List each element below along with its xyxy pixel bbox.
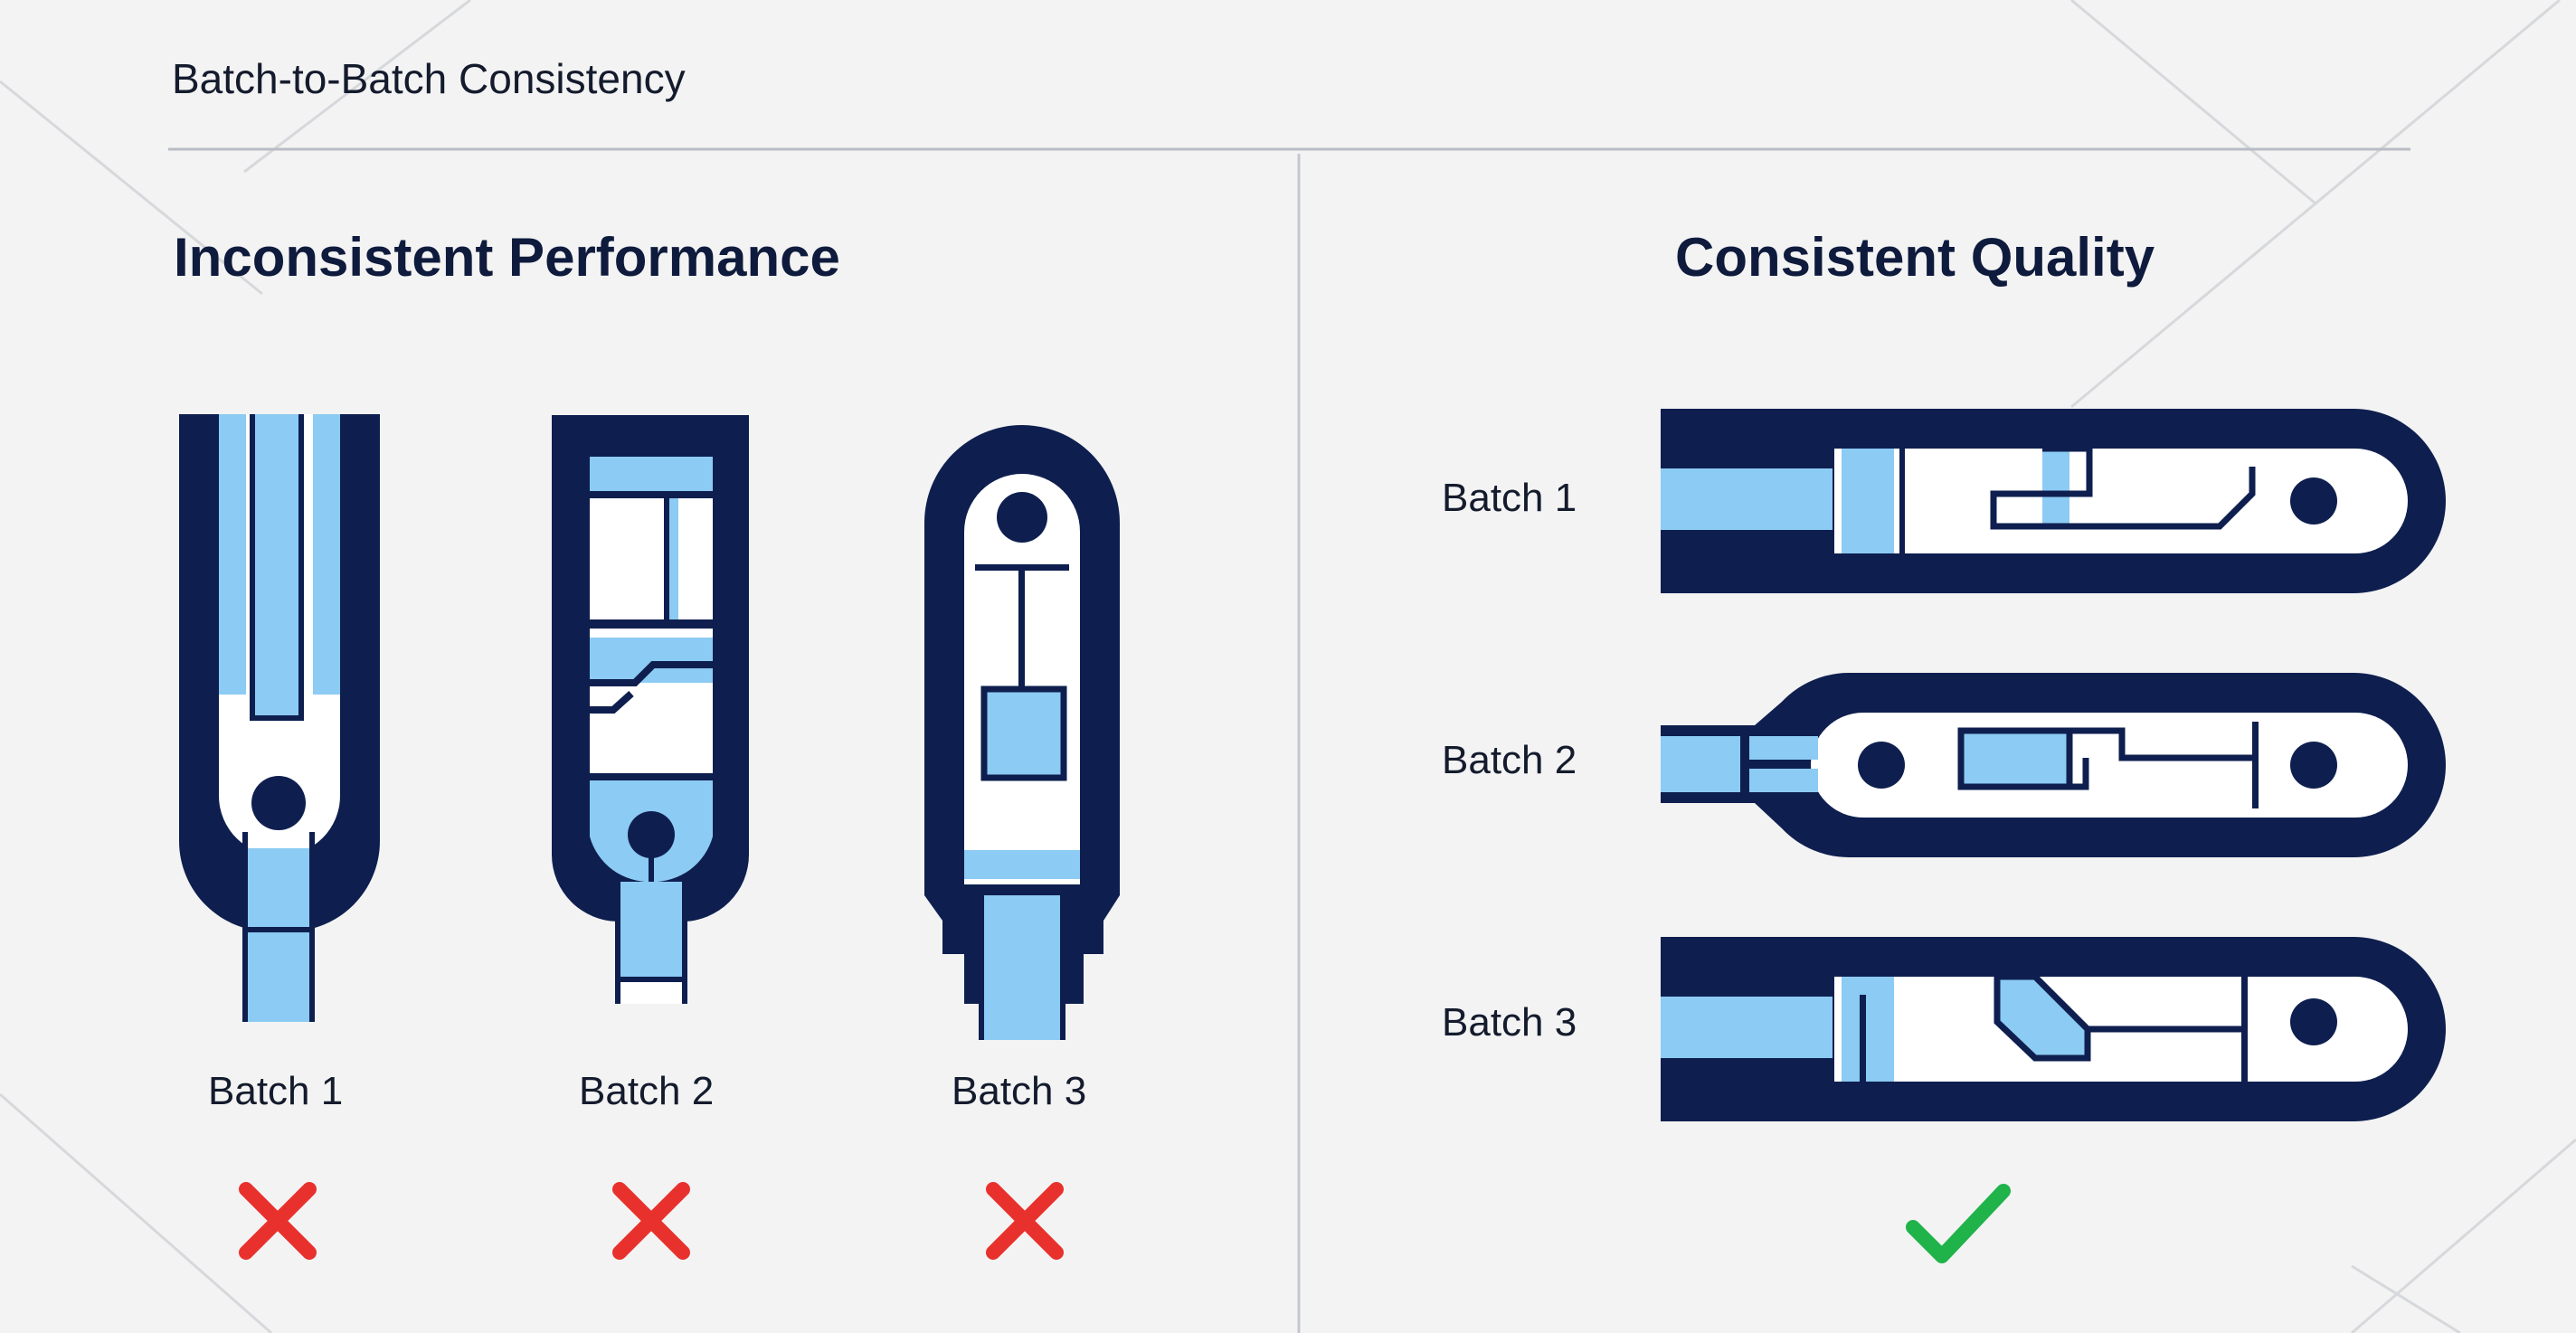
cross-icon — [239, 1182, 317, 1260]
strip-batch-3-inconsistent — [924, 425, 1120, 1040]
strip-batch-1-consistent — [1661, 409, 2446, 593]
left-batch-2-label: Batch 2 — [579, 1069, 715, 1113]
right-batch-2-label: Batch 2 — [1442, 738, 1577, 782]
page-title: Batch-to-Batch Consistency — [172, 55, 686, 102]
right-section-title: Consistent Quality — [1675, 227, 2155, 288]
right-batch-1-label: Batch 1 — [1442, 476, 1577, 520]
strip-batch-1-inconsistent — [179, 414, 380, 1022]
strip-batch-2-consistent — [1661, 672, 2446, 858]
left-section-title: Inconsistent Performance — [174, 227, 840, 288]
left-batch-3-label: Batch 3 — [952, 1069, 1087, 1113]
check-icon — [1906, 1184, 2011, 1263]
right-batch-3-label: Batch 3 — [1442, 1000, 1577, 1045]
strip-batch-3-consistent — [1661, 937, 2446, 1121]
left-batch-1-label: Batch 1 — [208, 1069, 344, 1113]
cross-icon — [986, 1182, 1064, 1260]
strip-batch-2-inconsistent — [552, 415, 749, 1004]
cross-icon — [612, 1182, 690, 1260]
